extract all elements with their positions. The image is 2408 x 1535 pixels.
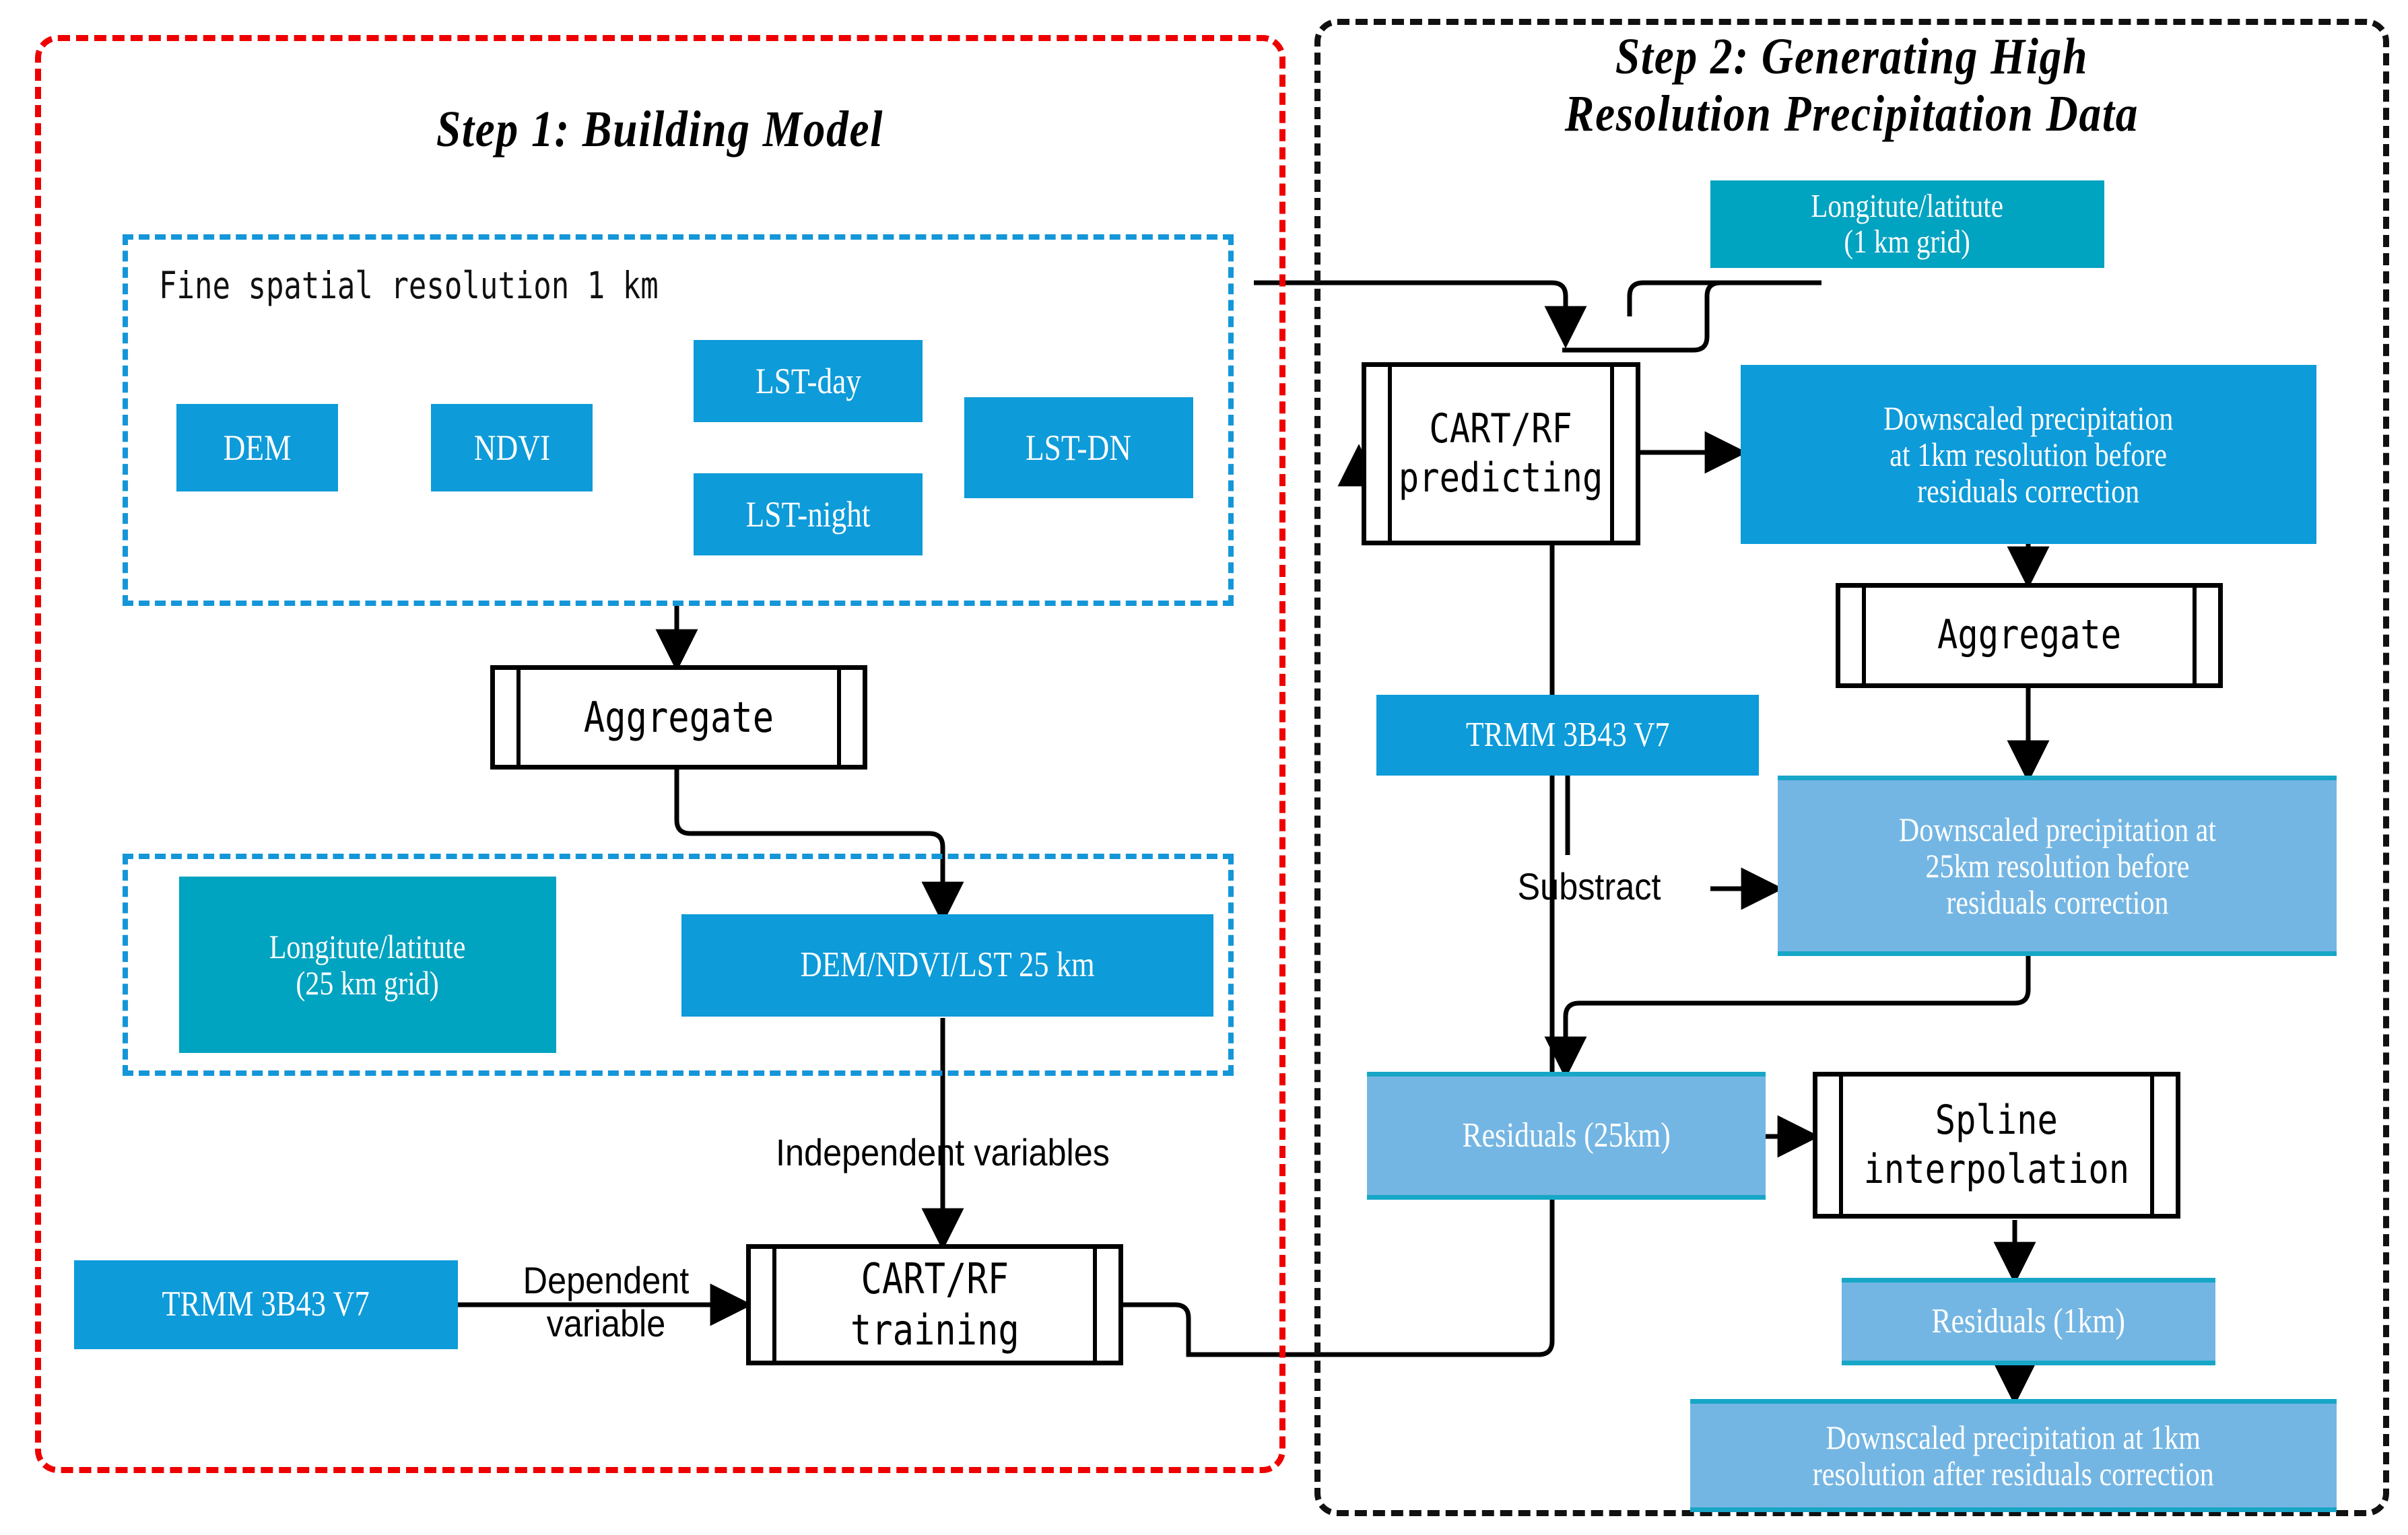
box-lonlat-1km[interactable]: Longitute/latitute (1 km grid) [1710, 180, 2104, 268]
process-spline-interpolation[interactable]: Spline interpolation [1813, 1072, 2180, 1219]
box-trmm-step1[interactable]: TRMM 3B43 V7 [74, 1260, 458, 1349]
box-downscaled-1km-before[interactable]: Downscaled precipitation at 1km resoluti… [1741, 365, 2316, 544]
box-downscaled-1km-before-label: Downscaled precipitation at 1km resoluti… [1883, 399, 2174, 510]
process-cart-rf-training-label: CART/RF training [850, 1254, 1019, 1355]
process-cart-rf-predicting[interactable]: CART/RF predicting [1362, 362, 1640, 545]
box-residuals-1km-label: Residuals (1km) [1931, 1301, 2126, 1340]
group-fine-resolution-label: Fine spatial resolution 1 km [159, 264, 659, 307]
box-dem-ndvi-lst-25km-label: DEM/NDVI/LST 25 km [800, 945, 1095, 985]
box-lonlat-25km[interactable]: Longitute/latitute (25 km grid) [179, 877, 556, 1053]
label-independent-variables: Independent variables [776, 1131, 1110, 1173]
box-lst-day[interactable]: LST-day [694, 340, 923, 422]
process-aggregate-step1[interactable]: Aggregate [490, 665, 867, 770]
box-dem-ndvi-lst-25km[interactable]: DEM/NDVI/LST 25 km [681, 914, 1213, 1017]
box-ndvi-label: NDVI [473, 427, 550, 468]
box-dem-label: DEM [223, 427, 292, 468]
label-substract: Substract [1517, 865, 1661, 908]
process-cart-rf-training[interactable]: CART/RF training [746, 1244, 1123, 1365]
group-fine-resolution [123, 234, 1234, 606]
box-lst-dn[interactable]: LST-DN [964, 397, 1193, 498]
process-cart-rf-predicting-label: CART/RF predicting [1399, 405, 1603, 502]
box-ndvi[interactable]: NDVI [431, 404, 593, 491]
box-lonlat-25km-label: Longitute/latitute (25 km grid) [269, 928, 466, 1002]
box-downscaled-25km-before[interactable]: Downscaled precipitation at 25km resolut… [1778, 776, 2337, 956]
box-lst-night[interactable]: LST-night [694, 473, 923, 555]
box-lonlat-1km-label: Longitute/latitute (1 km grid) [1811, 187, 2004, 260]
box-downscaled-1km-after[interactable]: Downscaled precipitation at 1km resoluti… [1690, 1399, 2337, 1512]
process-aggregate-step1-label: Aggregate [583, 692, 774, 742]
box-residuals-25km-label: Residuals (25km) [1462, 1116, 1671, 1155]
step-1-title: Step 1: Building Model [436, 101, 884, 158]
box-lst-dn-label: LST-DN [1026, 427, 1132, 468]
box-lst-night-label: LST-night [745, 493, 871, 535]
box-dem[interactable]: DEM [176, 404, 338, 491]
panel-step-2 [1314, 19, 2389, 1516]
step-2-title: Step 2: Generating High Resolution Preci… [1564, 28, 2139, 143]
box-residuals-1km[interactable]: Residuals (1km) [1842, 1278, 2215, 1365]
box-residuals-25km[interactable]: Residuals (25km) [1367, 1072, 1766, 1200]
box-downscaled-25km-before-label: Downscaled precipitation at 25km resolut… [1898, 811, 2216, 921]
box-trmm-step1-label: TRMM 3B43 V7 [162, 1285, 370, 1324]
group-coarse-resolution [123, 854, 1234, 1076]
process-spline-interpolation-label: Spline interpolation [1863, 1096, 2130, 1193]
box-downscaled-1km-after-label: Downscaled precipitation at 1km resoluti… [1813, 1419, 2214, 1493]
process-aggregate-step2-label: Aggregate [1937, 611, 2122, 659]
panel-step-1 [35, 35, 1285, 1473]
box-trmm-step2[interactable]: TRMM 3B43 V7 [1376, 695, 1759, 776]
label-dependent-variable: Dependent variable [523, 1259, 690, 1345]
box-lst-day-label: LST-day [755, 360, 861, 401]
box-trmm-step2-label: TRMM 3B43 V7 [1465, 715, 1670, 754]
process-aggregate-step2[interactable]: Aggregate [1836, 583, 2223, 688]
